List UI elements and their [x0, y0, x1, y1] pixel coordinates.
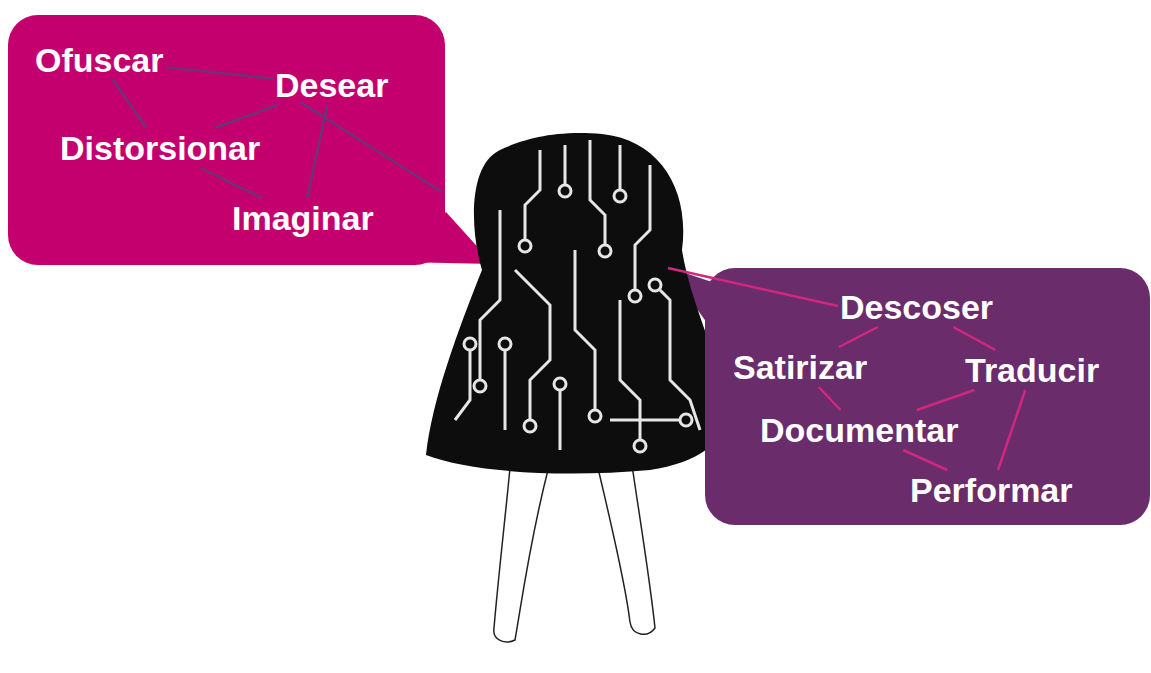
verb-node: Descoser	[840, 289, 993, 325]
circuit-traces	[455, 140, 700, 452]
circuit-pad	[519, 240, 531, 252]
circuit-trace	[559, 390, 562, 450]
circuit-trace	[575, 250, 595, 410]
circuit-trace	[504, 350, 507, 430]
leader-line	[300, 102, 442, 192]
verb-node: Distorsionar	[60, 130, 260, 166]
connector	[215, 105, 278, 128]
edge-group	[113, 67, 1025, 470]
circuit-pad	[589, 410, 601, 422]
verb-label: Desear	[275, 66, 388, 104]
circuit-trace	[515, 270, 550, 420]
circuit-trace	[619, 145, 622, 190]
connector	[953, 327, 995, 350]
verb-label: Imaginar	[232, 199, 374, 237]
verb-label: Distorsionar	[60, 129, 260, 167]
connector	[903, 450, 947, 470]
connector	[201, 168, 262, 198]
verb-label: Ofuscar	[35, 41, 164, 79]
connector	[307, 105, 327, 198]
circuit-pad	[499, 338, 511, 350]
circuit-pad	[559, 185, 571, 197]
figure-leg	[598, 465, 655, 634]
circuit-pad	[629, 290, 641, 302]
circuit-pad	[680, 414, 692, 426]
verb-node: Satirizar	[733, 349, 867, 385]
connector	[166, 67, 274, 79]
circuit-pad	[599, 245, 611, 257]
circuit-pad	[464, 338, 476, 350]
circuit-pad	[474, 380, 486, 392]
circuit-trace	[480, 210, 500, 380]
connector	[917, 390, 975, 410]
verb-label: Satirizar	[733, 348, 867, 386]
circuit-trace	[564, 145, 567, 185]
connector	[998, 390, 1025, 470]
circuit-pad	[554, 378, 566, 390]
circuit-pad	[649, 279, 661, 291]
connector	[113, 80, 146, 128]
circuit-trace	[590, 140, 605, 245]
circuit-pad	[524, 420, 536, 432]
verb-label: Descoser	[840, 288, 993, 326]
circuit-trace	[525, 150, 540, 240]
circuit-trace	[455, 350, 470, 420]
verb-label: Traducir	[965, 351, 1099, 389]
figure-body	[426, 133, 727, 473]
verb-node: Imaginar	[232, 200, 374, 236]
circuit-trace	[610, 419, 680, 422]
speech-bubble: OfuscarDesearDistorsionarImaginar	[8, 15, 445, 265]
connector	[839, 327, 878, 347]
verb-node: Desear	[275, 67, 388, 103]
circuit-trace	[635, 165, 650, 290]
verb-node: Ofuscar	[35, 42, 164, 78]
circuit-pad	[634, 440, 646, 452]
connector	[819, 387, 841, 410]
leader-line	[668, 268, 838, 306]
figure-leg	[494, 468, 548, 642]
verb-node: Documentar	[760, 412, 958, 448]
verb-label: Documentar	[760, 411, 958, 449]
verb-node: Performar	[910, 472, 1073, 508]
speech-bubble: DescoserSatirizar TraducirDocumentarPerfo…	[705, 268, 1150, 525]
verb-node: Traducir	[965, 352, 1099, 388]
verb-label: Performar	[910, 471, 1073, 509]
circuit-pad	[614, 190, 626, 202]
circuit-trace	[660, 290, 700, 430]
